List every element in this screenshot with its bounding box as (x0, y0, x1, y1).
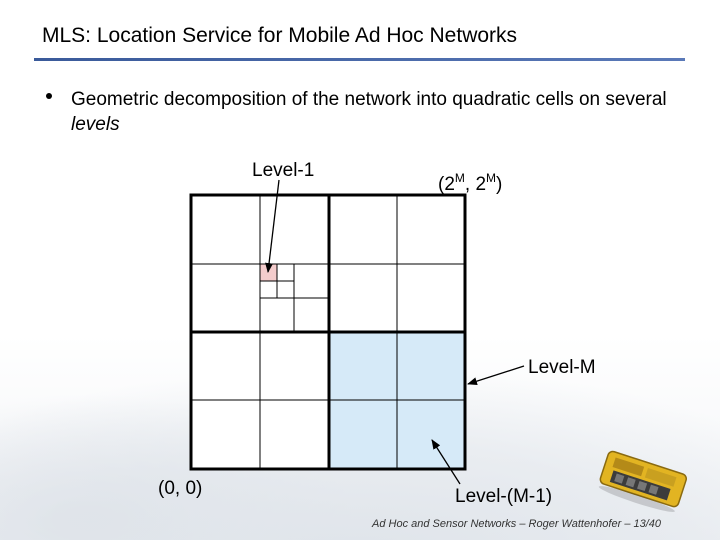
level-fine-grid (260, 264, 329, 332)
footer: Ad Hoc and Sensor Networks – Roger Watte… (372, 518, 662, 530)
level-m-grid (189, 193, 467, 471)
label-level-1: Level-1 (252, 160, 314, 181)
title-underline (34, 58, 685, 61)
arrow-level-1 (265, 179, 280, 273)
arrow-level-m (467, 365, 525, 386)
label-level-m: Level-M (528, 357, 596, 378)
bullet-text: Geometric decomposition of the network i… (71, 87, 701, 137)
label-level-m-minus-1: Level-(M-1) (455, 486, 552, 507)
arrow-level-m-minus-1 (431, 439, 461, 485)
bullet-icon (46, 93, 52, 99)
bullet-body: Geometric decomposition of the network i… (71, 89, 667, 110)
annotation-arrows (265, 179, 525, 485)
bullet-italic-word: levels (71, 114, 120, 135)
sensor-node-image (598, 450, 688, 512)
slide-title: MLS: Location Service for Mobile Ad Hoc … (42, 24, 518, 47)
label-origin: (0, 0) (158, 478, 202, 499)
label-top-right-corner: (2M, 2M) (438, 171, 502, 195)
